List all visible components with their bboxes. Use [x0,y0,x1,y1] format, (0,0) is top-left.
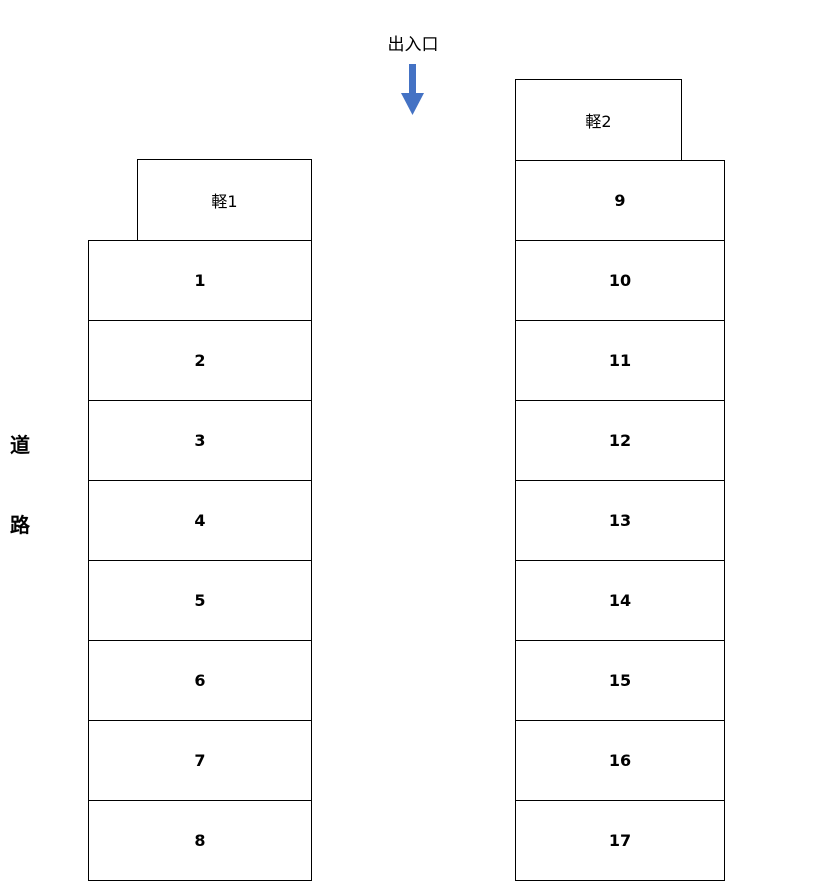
parking-space: 16 [515,720,725,801]
kei-space-1: 軽1 [137,159,312,241]
parking-space: 1 [88,240,312,321]
road-label-char-2: 路 [10,513,30,537]
parking-space: 14 [515,560,725,641]
entrance-label: 出入口 [387,35,439,55]
parking-space: 11 [515,320,725,401]
parking-space: 13 [515,480,725,561]
parking-space: 5 [88,560,312,641]
parking-space: 3 [88,400,312,481]
parking-space: 12 [515,400,725,481]
parking-space: 6 [88,640,312,721]
parking-space: 8 [88,800,312,881]
parking-space: 9 [515,160,725,241]
road-label-char-1: 道 [10,433,30,457]
parking-space: 17 [515,800,725,881]
parking-space: 10 [515,240,725,321]
parking-space: 7 [88,720,312,801]
kei-space-2: 軽2 [515,79,682,161]
parking-space: 2 [88,320,312,401]
parking-space: 15 [515,640,725,721]
arrow-down-icon [401,64,424,115]
parking-space: 4 [88,480,312,561]
